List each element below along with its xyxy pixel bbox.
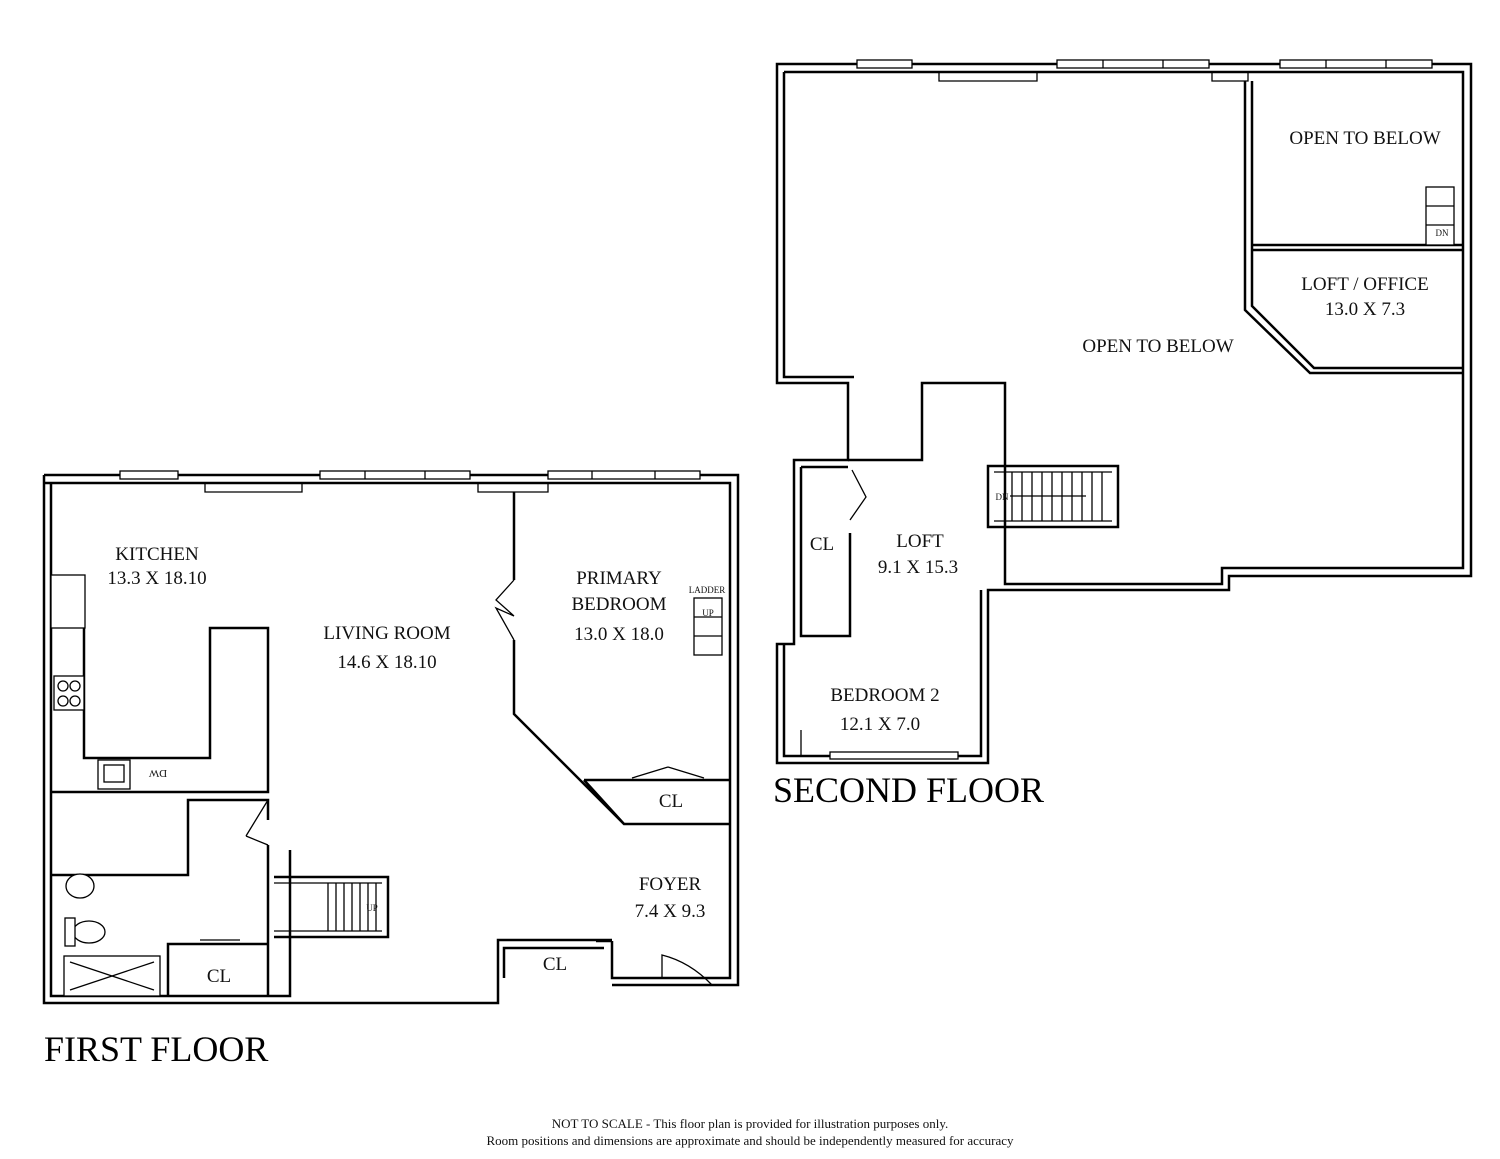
stair-up-label: UP — [366, 903, 378, 913]
second-floor-exterior-wall — [775, 62, 1473, 765]
loft-office-dims: 13.0 X 7.3 — [1325, 299, 1405, 320]
closet-foyer-label: CL — [543, 954, 567, 975]
disclaimer-line-2: Room positions and dimensions are approx… — [486, 1133, 1014, 1148]
loft-name: LOFT — [896, 531, 944, 552]
kitchen-dims: 13.3 X 18.10 — [107, 568, 206, 589]
living-room-name: LIVING ROOM — [323, 623, 450, 644]
kitchen-name: KITCHEN — [115, 544, 199, 565]
open-to-below-top-label: OPEN TO BELOW — [1289, 128, 1440, 149]
bathroom-sink — [65, 873, 95, 899]
second-floor-stair-treads — [994, 471, 1112, 522]
foyer-dims: 7.4 X 9.3 — [635, 901, 706, 922]
closet-bedroom-label: CL — [659, 791, 683, 812]
kitchen-sink — [97, 759, 131, 790]
bedroom2-name: BEDROOM 2 — [830, 685, 939, 706]
first-floor-title: FIRST FLOOR — [44, 1029, 268, 1069]
upper-ladder — [1425, 186, 1455, 246]
primary-bedroom-door — [494, 579, 515, 641]
bathroom-wall — [51, 798, 270, 996]
primary-bedroom-name-1: PRIMARY — [576, 568, 662, 589]
second-floor-inner-outline — [782, 70, 1465, 586]
upper-ladder-dn-label: DN — [1436, 228, 1449, 238]
dishwasher-label: DW — [148, 767, 167, 779]
bathroom-door — [245, 799, 269, 846]
second-floor-plan: DN DN — [775, 59, 1473, 765]
ladder-label: LADDER — [689, 585, 726, 595]
bedroom2-window — [829, 751, 959, 760]
primary-bedroom-dims: 13.0 X 18.0 — [574, 624, 664, 645]
toilet — [72, 920, 106, 944]
stair-dn-label: DN — [996, 492, 1009, 502]
ladder-up-label: UP — [702, 608, 714, 618]
loft-closet-wall — [782, 465, 983, 758]
closet-bath-label: CL — [207, 966, 231, 987]
second-floor-windows — [856, 59, 1433, 69]
ladder — [693, 597, 723, 656]
first-floor-interior-left-wall — [49, 483, 612, 998]
first-floor-stairs — [274, 875, 390, 939]
loft-closet-label: CL — [810, 534, 834, 555]
kitchen-counter-wall — [51, 626, 270, 794]
kitchen-counter — [50, 574, 86, 629]
disclaimer-line-1: NOT TO SCALE - This floor plan is provid… — [552, 1116, 948, 1131]
living-room-dims: 14.6 X 18.10 — [337, 652, 436, 673]
bedroom2-dims: 12.1 X 7.0 — [840, 714, 920, 735]
first-floor-plan: DW LADDER UP UP — [42, 470, 740, 1005]
entry-door — [661, 954, 713, 986]
loft-office-wall — [1243, 81, 1463, 375]
second-floor-title: SECOND FLOOR — [773, 770, 1044, 810]
stove — [53, 675, 85, 711]
loft-dims: 9.1 X 15.3 — [878, 557, 958, 578]
loft-office-name: LOFT / OFFICE — [1301, 274, 1428, 295]
primary-bedroom-wall — [512, 492, 730, 826]
stair-treads — [274, 882, 382, 932]
second-floor-stairs — [986, 464, 1120, 529]
foyer-name: FOYER — [639, 874, 702, 895]
open-to-below-main-label: OPEN TO BELOW — [1082, 336, 1233, 357]
first-floor-windows — [119, 470, 701, 480]
loft-closet-door — [849, 469, 867, 521]
primary-bedroom-name-2: BEDROOM — [571, 594, 666, 615]
